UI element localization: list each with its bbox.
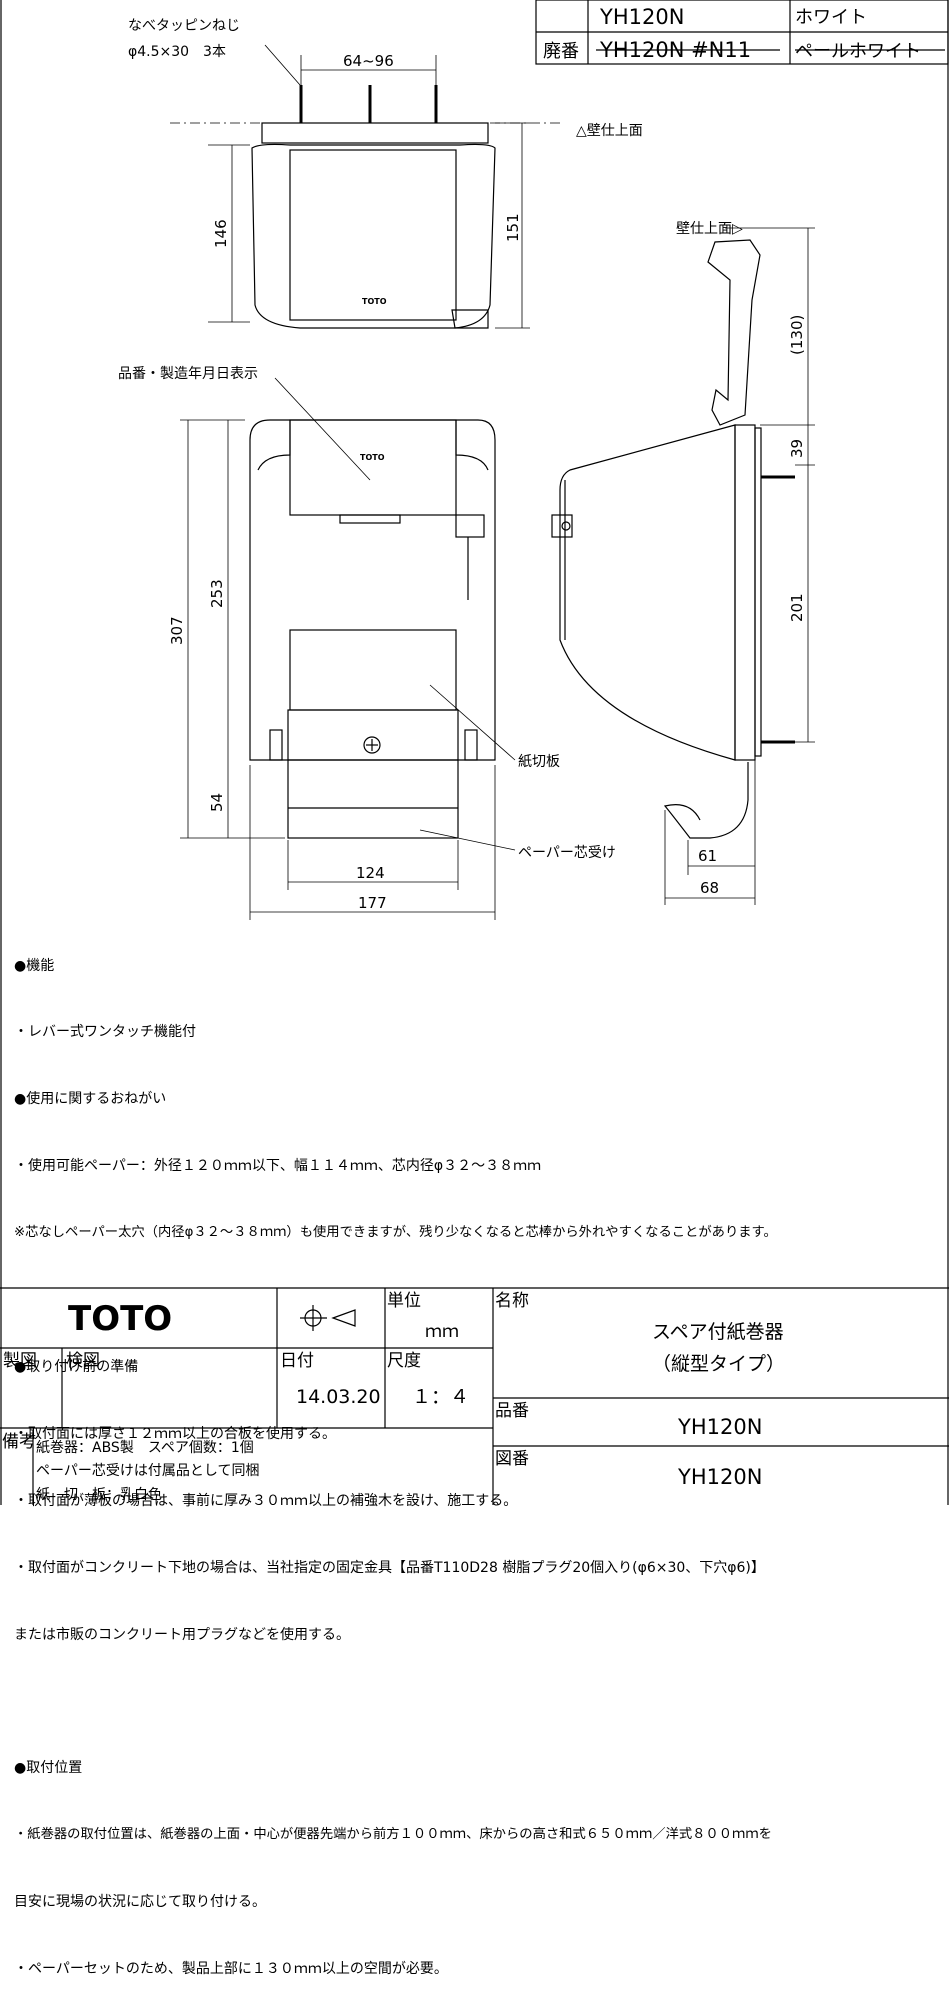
drawn-label: 製図: [3, 1351, 37, 1371]
screw-label-1: なべタッピンねじ: [128, 18, 240, 34]
note-line: ●取り付け前の準備: [14, 1358, 139, 1375]
brand-mark-top: TOTO: [362, 297, 387, 306]
remarks-label: 備考: [2, 1432, 36, 1452]
dim-146: 146: [212, 219, 230, 248]
note-line: [14, 1690, 777, 1712]
remark-line: 紙 切 板：乳白色: [36, 1486, 162, 1503]
remark-line: ペーパー芯受けは付属品として同梱: [36, 1463, 259, 1479]
note-line: 目安に現場の状況に応じて取り付ける。: [14, 1894, 266, 1911]
note-line: ※芯なしペーパー太穴（内径φ３２～３８ｍｍ）も使用できますが、残り少なくなると芯…: [14, 1225, 777, 1241]
wall-top-label: △壁仕上面: [576, 123, 643, 139]
drawing-no-value: YH120N: [677, 1465, 762, 1489]
side-view: [551, 227, 815, 905]
front-view: TOTO: [180, 377, 516, 920]
core-receiver-label: ペーパー芯受け: [518, 845, 616, 861]
current-model: YH120N: [599, 5, 684, 29]
remark-line: 紙巻器：ABS製 スペア個数：1個: [36, 1440, 254, 1456]
current-color: ホワイト: [795, 7, 867, 28]
screw-label-2: φ4.5×30 3本: [128, 44, 226, 60]
scale-label: 尺度: [387, 1351, 421, 1371]
brand-mark-front: TOTO: [360, 453, 385, 462]
product-label: 品番・製造年月日表示: [118, 366, 258, 382]
dim-307: 307: [168, 616, 186, 645]
dim-61: 61: [698, 847, 717, 865]
technical-drawing: YH120N ホワイト 廃番 YH120N #N11 ペールホワイト TOTO …: [0, 0, 949, 1505]
top-view: TOTO: [170, 44, 560, 329]
note-line: ・紙巻器の取付位置は、紙巻器の上面・中心が便器先端から前方１００ｍｍ、床からの高…: [14, 1827, 772, 1843]
dim-201: 201: [788, 593, 806, 622]
wall-top-label-side: 壁仕上面▷: [676, 221, 743, 237]
note-line: ●機能: [14, 957, 55, 974]
note-line: ・取付面がコンクリート下地の場合は、当社指定の固定金具【品番T110D28 樹脂…: [14, 1559, 765, 1576]
dim-151: 151: [504, 213, 522, 242]
notes-section: ●機能 ・レバー式ワンタッチ機能付 ●使用に関するおねがい ・使用可能ペーパー：…: [14, 910, 777, 2003]
note-line: または市販のコンクリート用プラグなどを使用する。: [14, 1626, 350, 1643]
note-line: ・取付面が薄板の場合は、事前に厚み３０ｍｍ以上の補強木を設け、施工する。: [14, 1492, 518, 1509]
checked-label: 検図: [66, 1351, 100, 1371]
note-line: [14, 1289, 777, 1311]
scale-value: １：４: [412, 1386, 469, 1408]
dim-124: 124: [356, 864, 385, 882]
name-label: 名称: [495, 1291, 529, 1311]
dim-screw-pitch: 64~96: [343, 52, 394, 70]
drawing-no-label: 図番: [495, 1449, 529, 1469]
unit-label: 単位: [387, 1291, 421, 1311]
dim-177: 177: [358, 894, 387, 912]
name-line1: スペア付紙巻器: [652, 1321, 784, 1343]
unit-value: ｍｍ: [425, 1322, 459, 1342]
date-label: 日付: [280, 1351, 314, 1371]
note-line: ・ペーパーセットのため、製品上部に１３０ｍｍ以上の空間が必要。: [14, 1960, 448, 1977]
part-no-value: YH120N: [677, 1415, 762, 1439]
dim-39: 39: [788, 439, 806, 458]
date-value: 14.03.20: [296, 1386, 381, 1408]
part-no-label: 品番: [495, 1401, 529, 1421]
note-line: ・レバー式ワンタッチ機能付: [14, 1024, 196, 1041]
title-block: [0, 1287, 949, 1505]
name-line2: （縦型タイプ）: [652, 1353, 785, 1375]
dim-54: 54: [208, 793, 226, 812]
note-line: ・取付面には厚さ１２ｍｍ以上の合板を使用する。: [14, 1425, 336, 1442]
note-line: ●取付位置: [14, 1760, 83, 1777]
toto-logo: TOTO: [68, 1299, 172, 1339]
note-line: ・使用可能ペーパー：外径１２０ｍｍ以下、幅１１４ｍｍ、芯内径φ３２～３８ｍｍ: [14, 1158, 542, 1175]
obsolete-model: YH120N #N11: [599, 38, 751, 62]
dim-130: (130): [788, 315, 806, 355]
dim-253: 253: [208, 579, 226, 608]
obsolete-label: 廃番: [543, 41, 579, 62]
dim-68: 68: [700, 879, 719, 897]
obsolete-color: ペールホワイト: [795, 41, 921, 62]
note-line: ●使用に関するおねがい: [14, 1091, 167, 1108]
cutter-label: 紙切板: [518, 754, 560, 770]
